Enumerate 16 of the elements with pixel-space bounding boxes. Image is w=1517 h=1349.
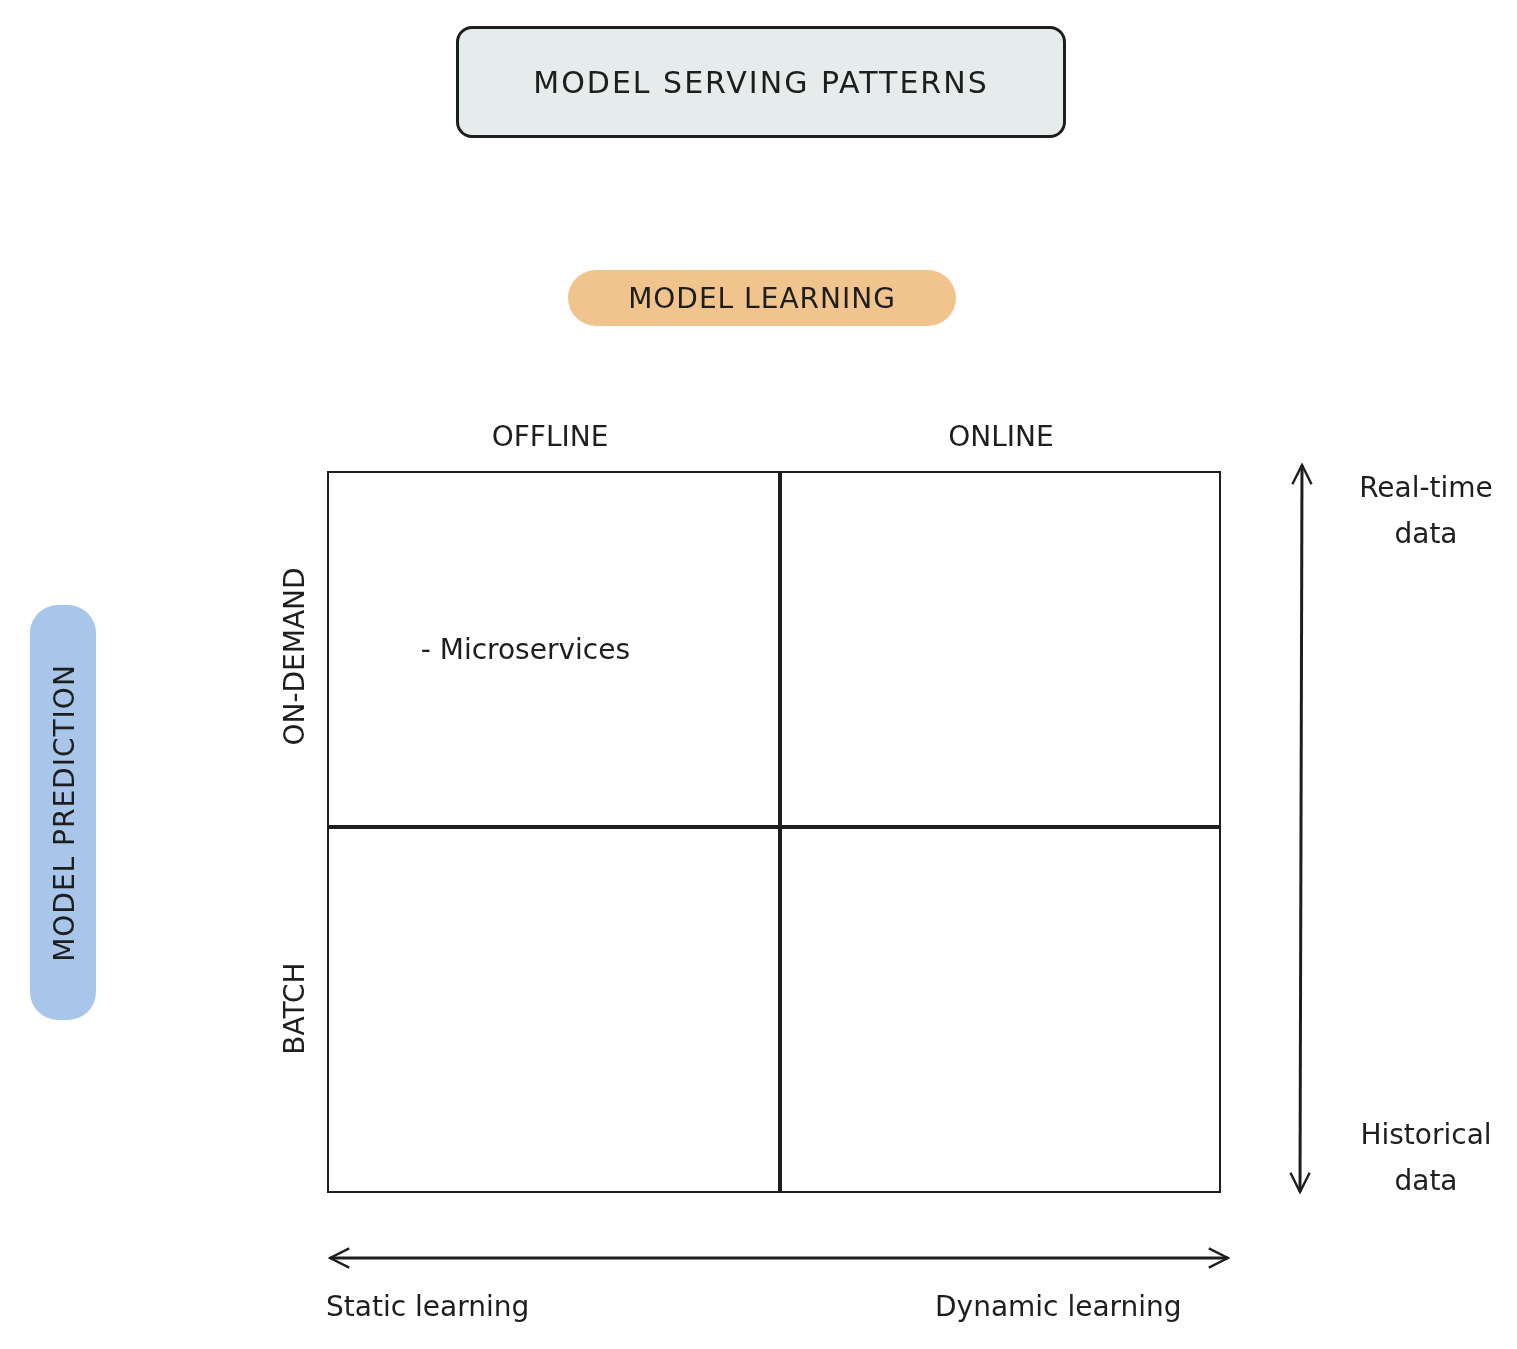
quadrant <box>326 470 780 827</box>
empty-quadrant <box>326 826 780 1193</box>
highlighted-heading: MODEL LEARNING <box>568 270 956 326</box>
title-box: MODEL SERVING PATTERNS <box>456 26 1066 138</box>
quadrant-item: - Microservices <box>420 632 630 666</box>
highlighted-heading: MODEL PREDICTION <box>30 605 96 1020</box>
axis-label: BATCH <box>277 961 311 1055</box>
axis-label: Dynamic learning <box>935 1290 1182 1323</box>
empty-quadrant <box>779 470 1221 827</box>
axis-label: Historical data <box>1359 1117 1493 1199</box>
axis-label: ONLINE <box>947 420 1055 453</box>
axis-label: ON-DEMAND <box>277 566 311 746</box>
empty-quadrant <box>779 826 1221 1193</box>
axis-label: Static learning <box>326 1290 530 1323</box>
axis-label: Real-time data <box>1358 470 1494 552</box>
axis-label: OFFLINE <box>490 420 610 453</box>
